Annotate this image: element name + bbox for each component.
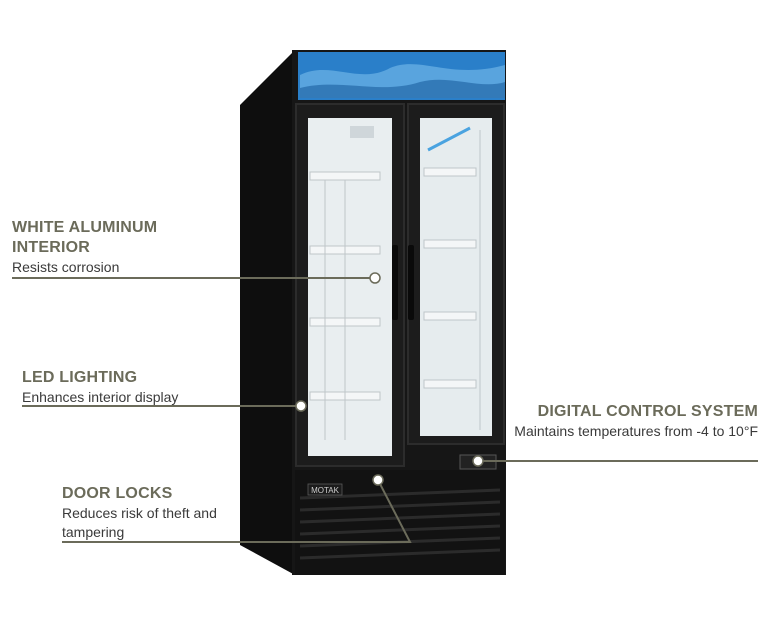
callout-desc: Enhances interior display xyxy=(22,389,179,405)
evaporator-fan xyxy=(350,126,374,138)
callout-desc: Maintains temperatures from -4 to 10°F xyxy=(514,423,758,439)
right-shelves xyxy=(423,130,481,430)
left-door-handle xyxy=(392,245,398,320)
brand-plate-text: MOTAK xyxy=(311,486,340,495)
led-strip xyxy=(427,126,471,152)
leader-lines xyxy=(12,277,758,543)
callout-digital-control: DIGITAL CONTROL SYSTEM Maintains tempera… xyxy=(498,402,758,441)
callout-title: WHITE ALUMINUM INTERIOR xyxy=(12,219,158,256)
leader-dots xyxy=(295,272,484,486)
callout-led-lighting: LED LIGHTING Enhances interior display xyxy=(22,368,242,407)
callout-desc: Reduces risk of theft and tampering xyxy=(62,505,217,540)
cabinet-side xyxy=(240,50,295,575)
callout-door-locks: DOOR LOCKS Reduces risk of theft and tam… xyxy=(62,484,262,542)
brand-plate xyxy=(307,483,343,496)
callout-aluminum-interior: WHITE ALUMINUM INTERIOR Resists corrosio… xyxy=(12,218,212,277)
callout-title: DIGITAL CONTROL SYSTEM xyxy=(537,403,758,420)
left-shelves xyxy=(309,171,381,440)
callout-title: LED LIGHTING xyxy=(22,369,138,386)
callout-title: DOOR LOCKS xyxy=(62,485,173,502)
right-door-handle xyxy=(408,245,414,320)
callout-desc: Resists corrosion xyxy=(12,259,120,275)
left-door-glass xyxy=(308,118,392,456)
